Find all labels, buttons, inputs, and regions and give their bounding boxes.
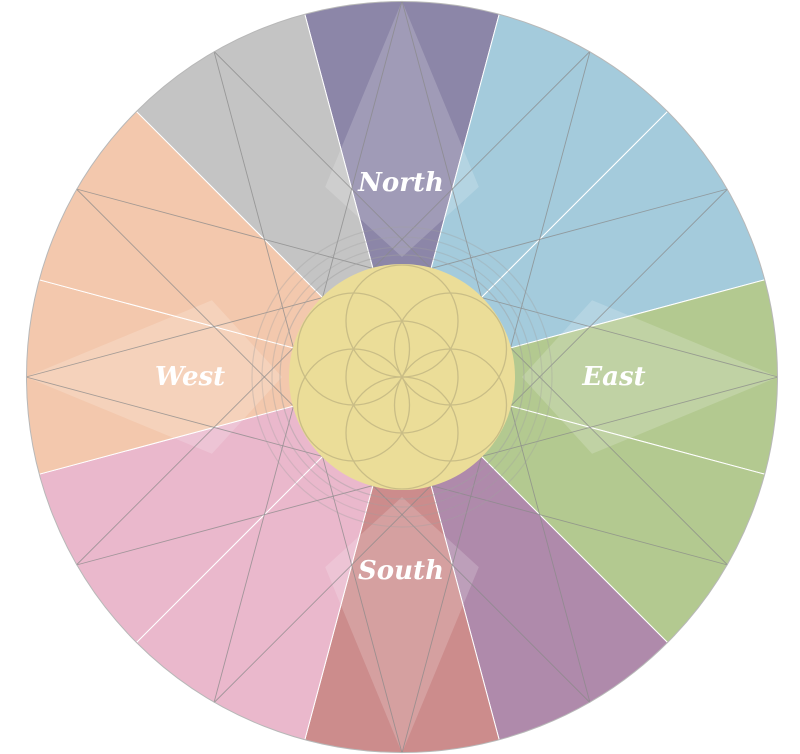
cardinal-kite <box>325 1 479 257</box>
cardinal-kite <box>26 300 282 454</box>
center-halo <box>251 226 553 528</box>
label-north: North <box>357 168 444 198</box>
label-east: East <box>581 362 645 392</box>
cardinal-kite <box>325 497 479 753</box>
halo-ring <box>261 236 543 518</box>
flower-of-life-icon <box>296 264 508 490</box>
halo-ring <box>279 254 525 500</box>
label-south: South <box>358 556 444 586</box>
halo-ring <box>251 226 553 528</box>
label-west: West <box>155 362 225 392</box>
halo-ring <box>271 246 533 508</box>
flower-petal-circle <box>296 348 411 462</box>
cardinal-kite <box>522 300 778 454</box>
flower-petal-circle <box>296 292 411 406</box>
wheel-rim <box>26 1 778 753</box>
